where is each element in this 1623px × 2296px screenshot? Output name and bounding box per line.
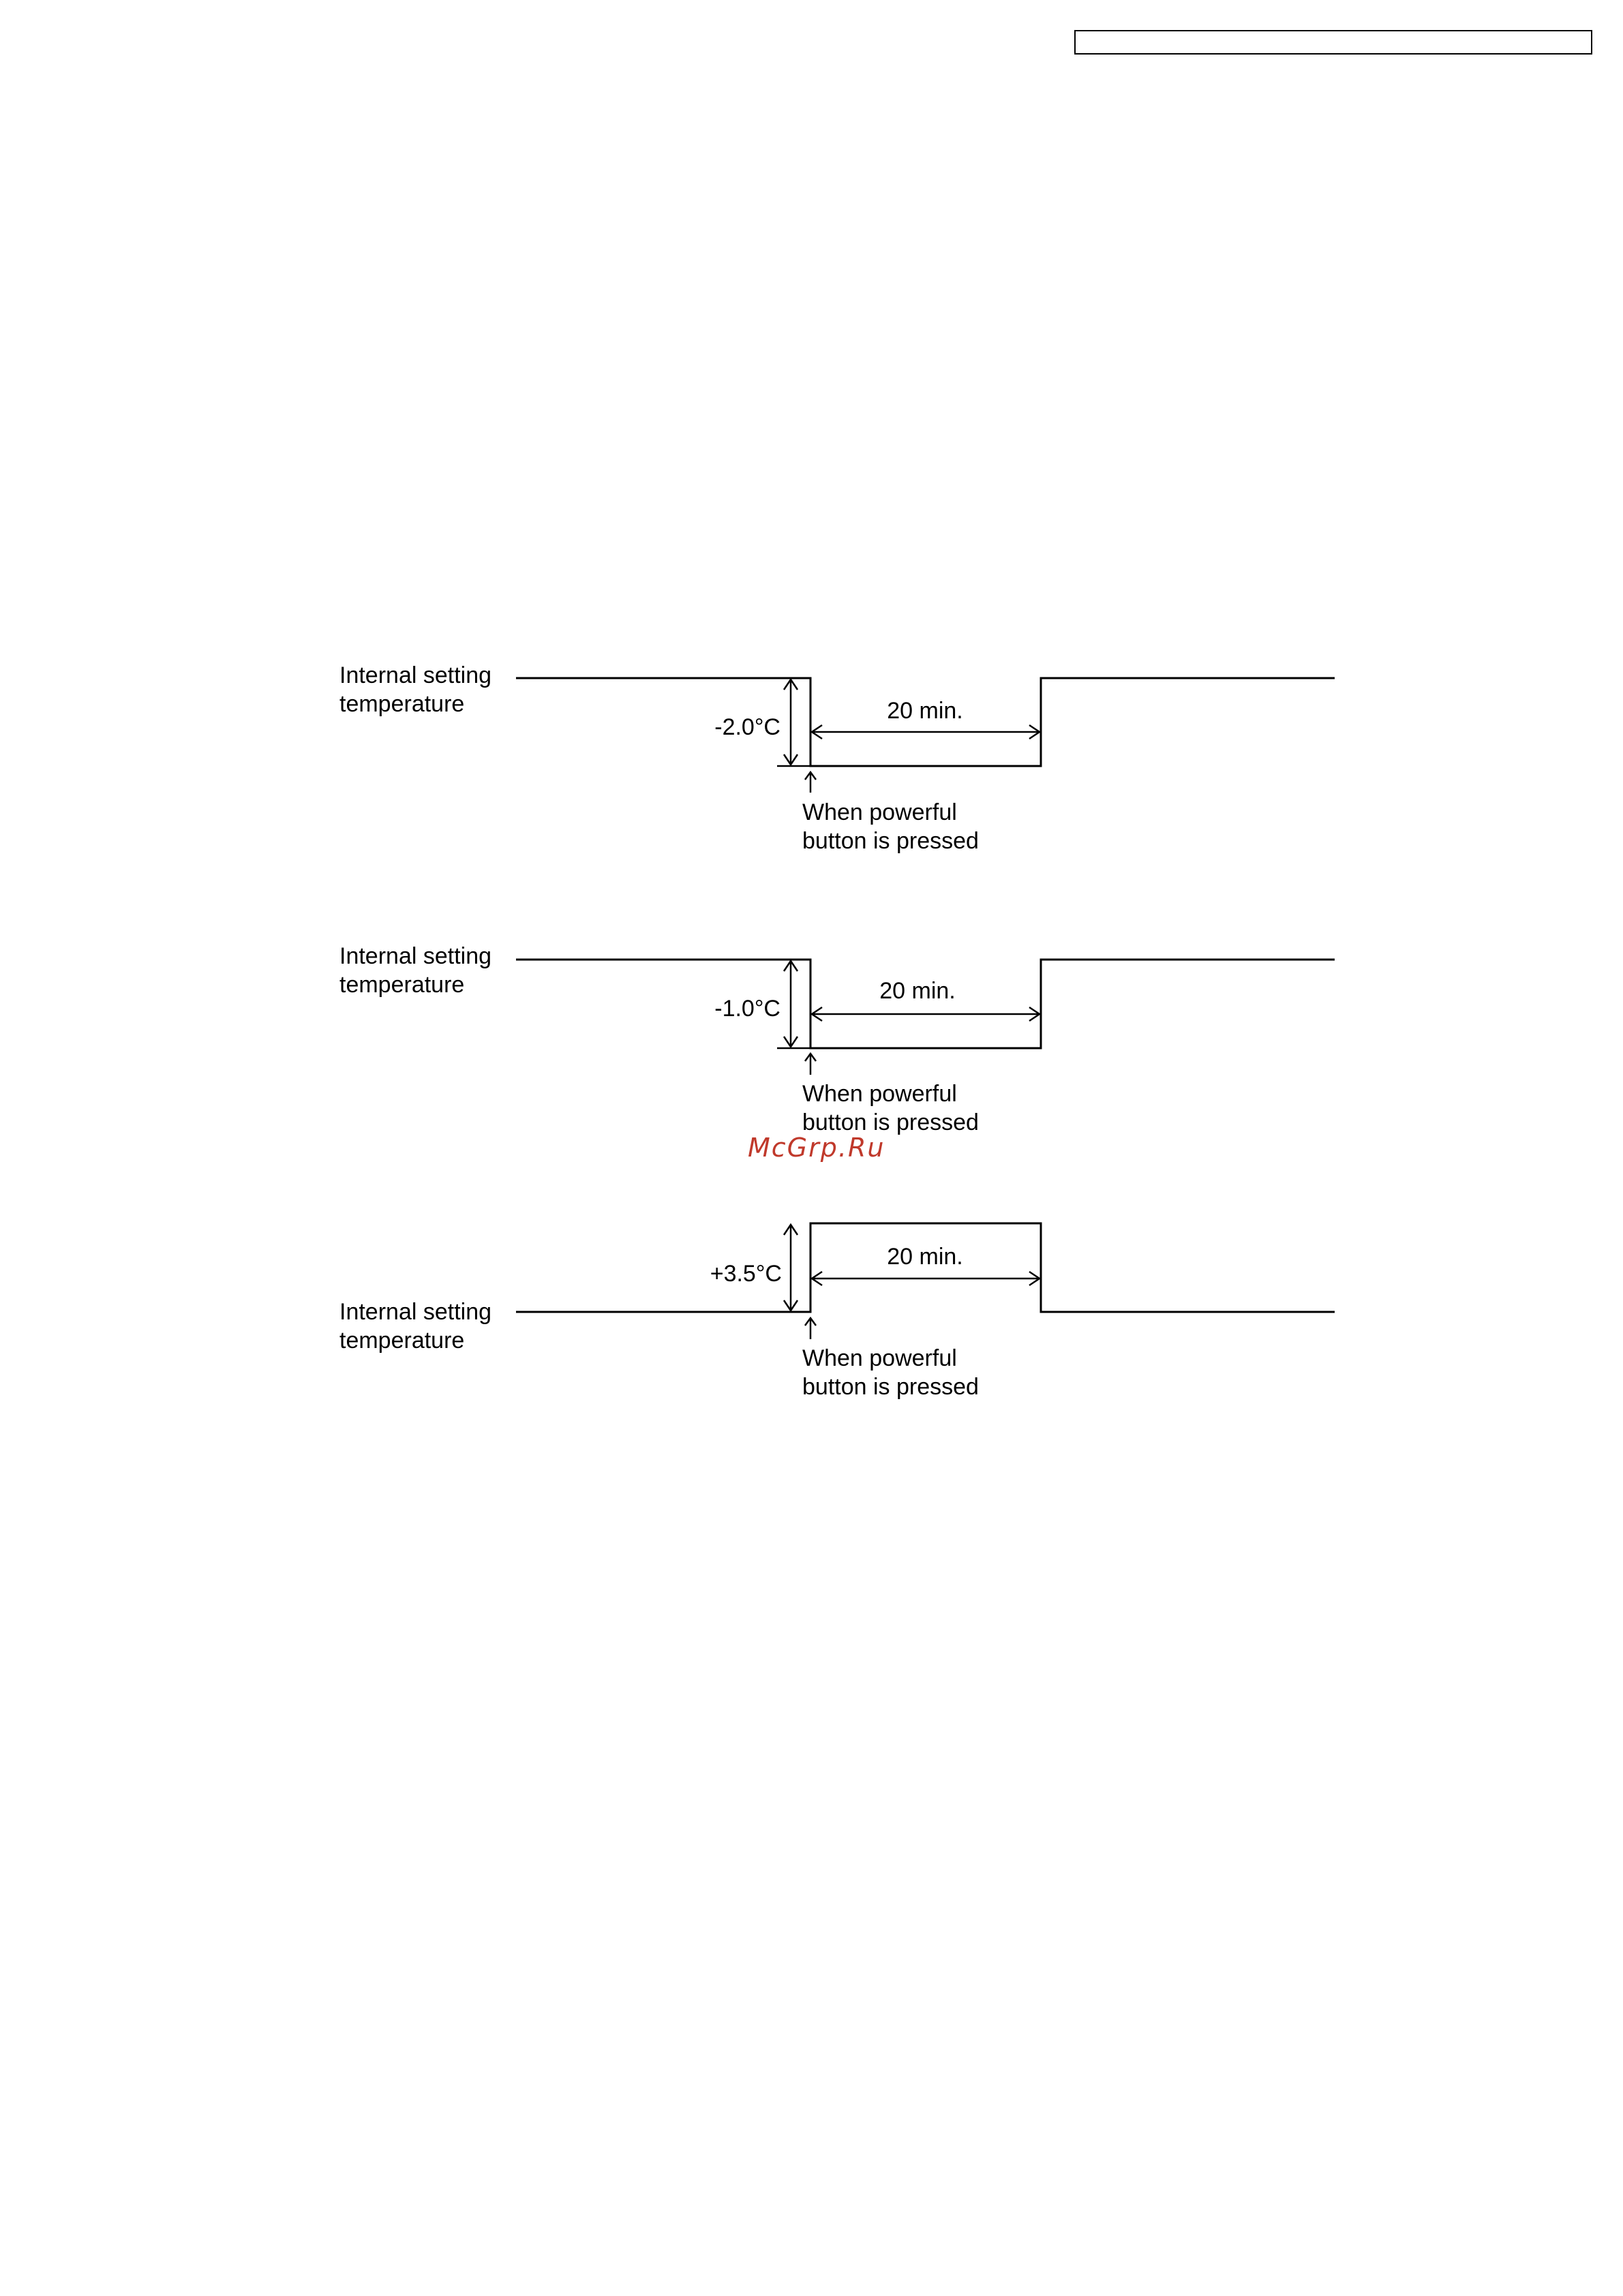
axis-label-line1: Internal setting (339, 943, 491, 969)
press-note-line1: When powerful (802, 1081, 957, 1107)
offset-label: -2.0°C (714, 714, 780, 740)
diagram-2: Internal setting temperature -1.0°C 20 m… (339, 943, 1335, 1135)
press-note-line2: button is pressed (802, 1374, 979, 1400)
axis-label-line2: temperature (339, 691, 464, 717)
diagram-3: +3.5°C 20 min. Internal setting temperat… (339, 1223, 1335, 1400)
axis-label-line2: temperature (339, 1328, 464, 1353)
duration-label: 20 min. (879, 978, 956, 1004)
temperature-trace (516, 960, 1335, 1048)
axis-label-line1: Internal setting (339, 662, 491, 688)
duration-label: 20 min. (887, 698, 963, 724)
press-note-line1: When powerful (802, 799, 957, 825)
offset-label: -1.0°C (714, 996, 780, 1022)
press-note-line2: button is pressed (802, 1109, 979, 1135)
diagram-1: Internal setting temperature -2.0°C 20 m… (339, 662, 1335, 854)
offset-label: +3.5°C (710, 1261, 782, 1287)
axis-label-line2: temperature (339, 972, 464, 998)
duration-label: 20 min. (887, 1244, 963, 1270)
press-note-line2: button is pressed (802, 828, 979, 854)
watermark: McGrp.Ru (748, 1133, 885, 1163)
press-note-line1: When powerful (802, 1345, 957, 1371)
axis-label-line1: Internal setting (339, 1299, 491, 1325)
